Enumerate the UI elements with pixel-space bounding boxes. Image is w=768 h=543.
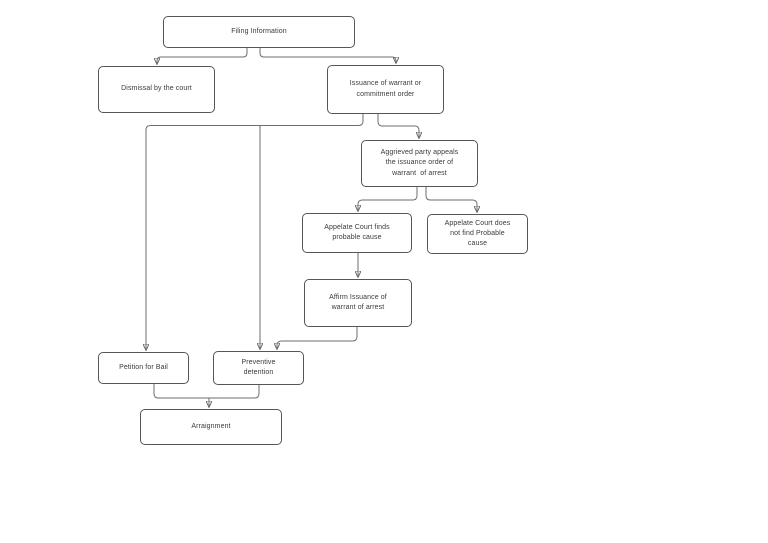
node-preventive-detention: Preventive detention [213, 351, 304, 385]
node-label: Arraignment [191, 422, 231, 430]
edge-aggrieved-finds [358, 187, 418, 211]
node-label: Appelate Court does not find Probable ca… [444, 219, 511, 248]
edge-issuance-petition [146, 114, 364, 350]
node-label: Petition for Bail [119, 363, 168, 371]
node-label: Issuance of warrant or commitment order [349, 80, 422, 98]
node-appelate-court-does-not-find-probable-cause: Appelate Court does not find Probable ca… [427, 214, 528, 254]
node-issuance-of-warrant: Issuance of warrant or commitment order [327, 65, 444, 114]
edge-filing-issuance [259, 48, 396, 63]
edge-affirm-preventive [277, 327, 358, 349]
node-label: Dismissal by the court [121, 85, 192, 93]
node-affirm-issuance-of-warrant: Affirm Issuance of warrant of arrest [304, 279, 412, 327]
node-label: Affirm Issuance of warrant of arrest [329, 293, 387, 311]
edge-petition-merge [153, 384, 209, 399]
edge-issuance-aggrieved [377, 114, 419, 138]
node-dismissal-by-court: Dismissal by the court [98, 66, 215, 113]
node-petition-for-bail: Petition for Bail [98, 352, 189, 384]
node-label: Preventive detention [241, 358, 276, 376]
node-aggrieved-party-appeals: Aggrieved party appeals the issuance ord… [361, 140, 478, 187]
edge-preventive-merge [209, 385, 260, 399]
node-filing-information: Filing Information [163, 16, 355, 48]
node-appelate-court-finds-probable-cause: Appelate Court finds probable cause [302, 213, 412, 253]
node-label: Appelate Court finds probable cause [324, 223, 390, 241]
edge-filing-dismissal [157, 48, 248, 64]
edge-aggrieved-notfind [425, 187, 477, 212]
node-label: Filing Information [231, 27, 287, 35]
node-label: Aggrieved party appeals the issuance ord… [380, 149, 459, 177]
node-arraignment: Arraignment [140, 409, 282, 445]
